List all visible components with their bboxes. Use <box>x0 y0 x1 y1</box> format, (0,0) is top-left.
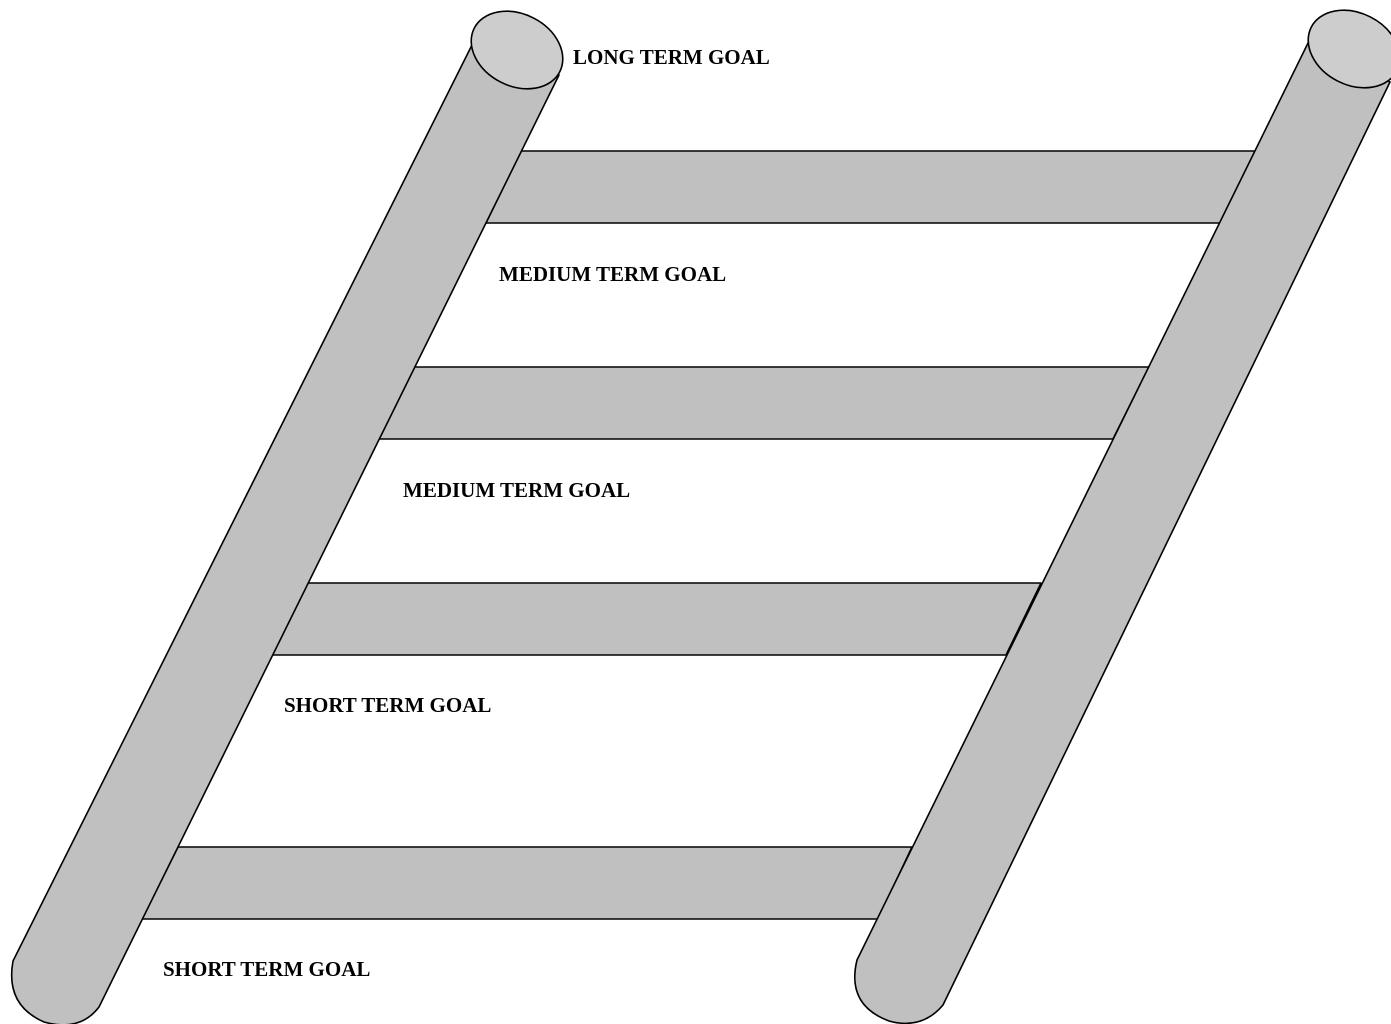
left-rail-body <box>10 40 560 1024</box>
goal-labels: LONG TERM GOAL MEDIUM TERM GOAL MEDIUM T… <box>163 45 770 981</box>
left-rail-top-cap <box>470 10 564 90</box>
label-short-term-goal-lower: SHORT TERM GOAL <box>163 957 370 981</box>
left-rail <box>10 10 564 1024</box>
right-rail-top-cap <box>1307 9 1391 89</box>
label-medium-term-goal-lower: MEDIUM TERM GOAL <box>403 478 630 502</box>
rung-lower-middle <box>269 582 1042 656</box>
label-medium-term-goal-upper: MEDIUM TERM GOAL <box>499 262 726 286</box>
rung-upper-middle <box>377 366 1150 440</box>
rung-top <box>485 150 1257 224</box>
right-rail-body <box>853 38 1391 1024</box>
right-rail <box>853 9 1391 1024</box>
label-long-term-goal: LONG TERM GOAL <box>573 45 770 69</box>
label-short-term-goal-upper: SHORT TERM GOAL <box>284 693 491 717</box>
rung-bottom <box>141 846 913 920</box>
